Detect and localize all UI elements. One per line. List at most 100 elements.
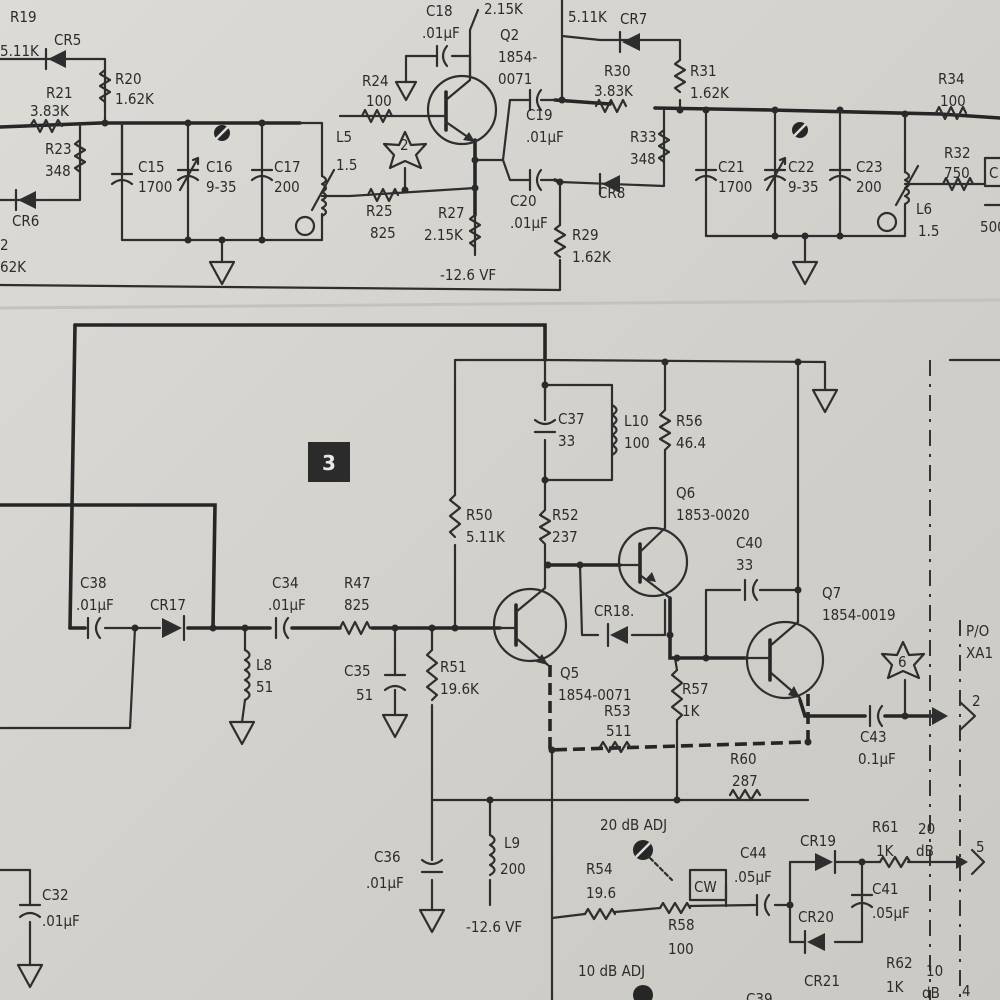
label-c44: C44 <box>740 844 767 862</box>
variable-capacitor-icon <box>176 156 200 192</box>
resistor-icon <box>73 138 87 174</box>
label-c35-value: 51 <box>356 686 373 704</box>
resistor-icon <box>941 176 975 192</box>
label-c43-value: 0.1µF <box>858 750 896 768</box>
resistor-icon <box>538 508 552 546</box>
test-point-star-icon <box>382 130 428 170</box>
label-r53: R53 <box>604 702 631 720</box>
label-l10-value: 100 <box>624 434 650 452</box>
resistor-icon <box>658 408 672 452</box>
label-r53-value: 511 <box>606 722 632 740</box>
label-l5: L5 <box>336 128 352 146</box>
adjust-screw-icon <box>633 985 653 1000</box>
label-r57: R57 <box>682 680 709 698</box>
label-q7: Q7 <box>822 584 841 602</box>
label-l6: L6 <box>916 200 932 218</box>
diode-icon <box>618 30 640 54</box>
label-r28-value: 5.11K <box>568 8 608 26</box>
diode-icon <box>815 849 837 875</box>
label-c15-value: 1700 <box>138 178 172 196</box>
label-20db-num: 20 <box>918 820 935 838</box>
label-l6-value: 1.5 <box>918 222 939 240</box>
label-r21: R21 <box>46 84 73 102</box>
diode-icon <box>162 614 186 642</box>
label-r33-value: 348 <box>630 150 656 168</box>
label-q7-part: 1854-0019 <box>822 606 896 624</box>
diode-icon <box>803 929 825 955</box>
adjust-screw-icon <box>792 122 808 138</box>
label-r31: R31 <box>690 62 717 80</box>
resistor-icon <box>360 108 394 124</box>
label-c18: C18 <box>426 2 453 20</box>
capacitor-icon <box>420 858 444 874</box>
capacitor-icon <box>868 704 884 728</box>
label-c17-value: 200 <box>274 178 300 196</box>
paper-fold <box>0 298 1000 310</box>
label-c22-value: 9-35 <box>788 178 819 196</box>
label-q2-part-1: 1854- <box>498 48 537 66</box>
label-pio: P/O <box>966 622 989 640</box>
label-r60: R60 <box>730 750 757 768</box>
label-c34: C34 <box>272 574 299 592</box>
label-r26-value: 2.15K <box>484 0 524 18</box>
junction-dots <box>101 96 909 244</box>
label-q2: Q2 <box>500 26 519 44</box>
diode-icon <box>598 172 620 196</box>
inductor-icon <box>876 164 920 233</box>
label-l9: L9 <box>504 834 520 852</box>
label-c43: C43 <box>860 728 887 746</box>
label-r32: R32 <box>944 144 971 162</box>
label-q6: Q6 <box>676 484 695 502</box>
label-rail-top: -12.6 VF <box>440 266 496 284</box>
label-cw: CW <box>694 878 717 896</box>
label-r62: R62 <box>886 954 913 972</box>
label-c16: C16 <box>206 158 233 176</box>
label-c40: C40 <box>736 534 763 552</box>
adjust-screw-icon <box>214 125 230 141</box>
label-r52-value: 237 <box>552 528 578 546</box>
label-r56: R56 <box>676 412 703 430</box>
label-c44-value: .05µF <box>734 868 772 886</box>
label-r47-value: 825 <box>344 596 370 614</box>
label-r62-value: 1K <box>886 978 905 996</box>
label-cr21: CR21 <box>804 972 840 990</box>
resistor-icon <box>583 907 617 921</box>
resistor-icon <box>934 105 968 121</box>
label-c34-value: .01µF <box>268 596 306 614</box>
adjust-screw-icon <box>633 840 674 882</box>
label-10db-unit: dB <box>922 984 940 1000</box>
capacitor-icon <box>850 893 874 909</box>
label-c41-value: .05µF <box>872 904 910 922</box>
label-r20-value: 1.62K <box>115 90 155 108</box>
label-r32-value: 750 <box>944 164 970 182</box>
label-c37: C37 <box>558 410 585 428</box>
label-r27: R27 <box>438 204 465 222</box>
label-cut-c: C <box>989 164 998 182</box>
label-pin-2: 2 <box>972 692 981 710</box>
label-r54: R54 <box>586 860 613 878</box>
label-xa1: XA1 <box>966 644 993 662</box>
capacitor-icon <box>250 168 274 182</box>
label-r19-value: 5.11K <box>0 42 40 60</box>
label-r27-value: 2.15K <box>424 226 464 244</box>
label-r24: R24 <box>362 72 389 90</box>
label-r29: R29 <box>572 226 599 244</box>
label-r51: R51 <box>440 658 467 676</box>
capacitor-icon <box>533 383 557 434</box>
resistor-icon <box>366 187 400 203</box>
label-c19-value: .01µF <box>526 128 564 146</box>
label-r35-value: 500 <box>980 218 1000 236</box>
capacitor-icon <box>110 121 134 186</box>
label-r31-value: 1.62K <box>690 84 730 102</box>
label-r34-value: 100 <box>940 92 966 110</box>
label-r47: R47 <box>344 574 371 592</box>
label-20db-unit: dB <box>916 842 934 860</box>
label-c15: C15 <box>138 158 165 176</box>
label-10db-num: 10 <box>926 962 943 980</box>
capacitor-icon <box>755 893 771 917</box>
label-cr6: CR6 <box>12 212 39 230</box>
label-cr7: CR7 <box>620 10 647 28</box>
ground-icon <box>208 260 236 286</box>
